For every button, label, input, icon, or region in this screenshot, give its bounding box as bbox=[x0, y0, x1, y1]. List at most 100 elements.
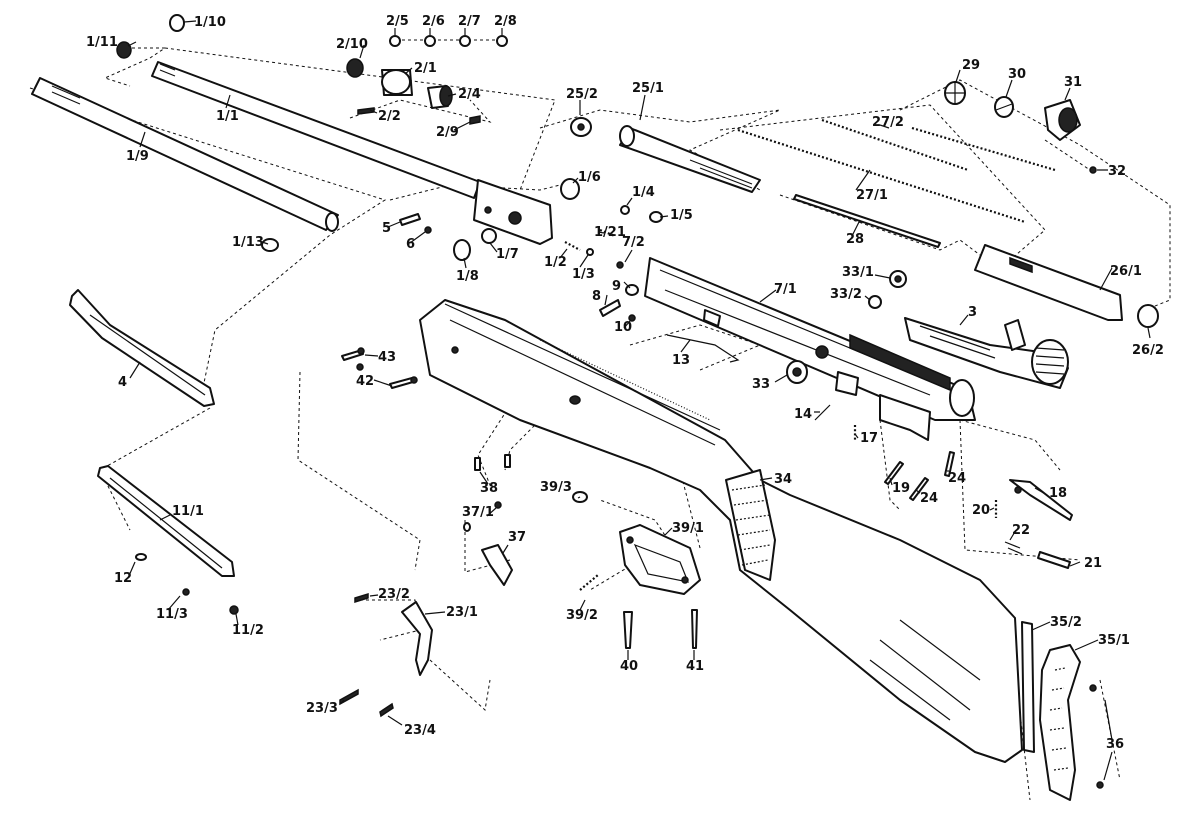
callout-1-5: 1/5 bbox=[670, 208, 693, 223]
rear-cap-parts bbox=[944, 81, 1097, 174]
rear-sight bbox=[904, 317, 1069, 389]
callout-24b: 24 bbox=[948, 471, 966, 486]
receiver-small-parts bbox=[599, 261, 857, 440]
callout-40: 40 bbox=[620, 659, 638, 674]
guide-rod bbox=[793, 194, 941, 248]
safety-catch bbox=[463, 501, 513, 586]
callout-1-8: 1/8 bbox=[456, 269, 479, 284]
callout-27-2: 27/2 bbox=[872, 115, 904, 130]
callout-24a: 24 bbox=[920, 491, 938, 506]
callout-34: 34 bbox=[774, 472, 792, 487]
callout-3: 3 bbox=[968, 305, 977, 320]
callout-7-2: 7/2 bbox=[622, 235, 645, 250]
callout-17: 17 bbox=[860, 431, 878, 446]
callout-2-9: 2/9 bbox=[436, 125, 459, 140]
callout-27-1: 27/1 bbox=[856, 188, 888, 203]
callout-6: 6 bbox=[406, 237, 415, 252]
callout-37: 37 bbox=[508, 530, 526, 545]
butt-plate bbox=[1021, 621, 1104, 801]
callout-2-2: 2/2 bbox=[378, 109, 401, 124]
callout-36: 36 bbox=[1106, 737, 1124, 752]
callout-23-3: 23/3 bbox=[306, 701, 338, 716]
lever-link bbox=[97, 465, 239, 615]
stock bbox=[419, 299, 1023, 763]
callout-11-1: 11/1 bbox=[172, 504, 204, 519]
callout-11-3: 11/3 bbox=[156, 607, 188, 622]
barrel-tube bbox=[31, 77, 339, 232]
callout-5: 5 bbox=[382, 221, 391, 236]
callout-20: 20 bbox=[972, 503, 990, 518]
callout-41: 41 bbox=[686, 659, 704, 674]
callout-2-5: 2/5 bbox=[386, 14, 409, 29]
barrel-assembly bbox=[151, 61, 553, 245]
callout-33-2: 33/2 bbox=[830, 287, 862, 302]
loading-small-parts bbox=[399, 178, 663, 261]
callout-28: 28 bbox=[846, 232, 864, 247]
callout-14: 14 bbox=[794, 407, 812, 422]
callout-1-4: 1/4 bbox=[632, 185, 655, 200]
callout-42: 42 bbox=[356, 374, 374, 389]
callout-9: 9 bbox=[612, 279, 621, 294]
callout-35-2: 35/2 bbox=[1050, 615, 1082, 630]
callout-25-2: 25/2 bbox=[566, 87, 598, 102]
callout-labels: 1/10 1/11 1/1 1/9 1/13 2/5 2/6 2/7 2/8 2… bbox=[86, 14, 1164, 752]
piston bbox=[974, 244, 1159, 328]
callout-19: 19 bbox=[892, 481, 910, 496]
callout-11-2: 11/2 bbox=[232, 623, 264, 638]
callout-31: 31 bbox=[1064, 75, 1082, 90]
callout-1-10: 1/10 bbox=[194, 15, 226, 30]
callout-37-1: 37/1 bbox=[462, 505, 494, 520]
callout-1-2: 1/2 bbox=[544, 255, 567, 270]
callout-12: 12 bbox=[114, 571, 132, 586]
stock-screws bbox=[341, 347, 511, 471]
callout-2-1: 2/1 bbox=[414, 61, 437, 76]
callout-21: 21 bbox=[1084, 556, 1102, 571]
callout-23-4: 23/4 bbox=[404, 723, 436, 738]
ring-1-10 bbox=[169, 14, 185, 32]
callout-1-9: 1/9 bbox=[126, 149, 149, 164]
callout-35-1: 35/1 bbox=[1098, 633, 1130, 648]
callout-1-1: 1/1 bbox=[216, 109, 239, 124]
callout-26-2: 26/2 bbox=[1132, 343, 1164, 358]
callout-29: 29 bbox=[962, 58, 980, 73]
trigger-mechanism-parts bbox=[884, 451, 1073, 569]
callout-2-6: 2/6 bbox=[422, 14, 445, 29]
callout-2-4: 2/4 bbox=[458, 87, 481, 102]
callout-33-1: 33/1 bbox=[842, 265, 874, 280]
trigger-guard bbox=[572, 491, 701, 649]
callout-39-1: 39/1 bbox=[672, 521, 704, 536]
callout-2-7: 2/7 bbox=[458, 14, 481, 29]
callout-23-2: 23/2 bbox=[378, 587, 410, 602]
callout-26-1: 26/1 bbox=[1110, 264, 1142, 279]
callout-18: 18 bbox=[1049, 486, 1067, 501]
callout-1-11: 1/11 bbox=[86, 35, 118, 50]
callout-2-8: 2/8 bbox=[494, 14, 517, 29]
cocking-lever bbox=[69, 289, 215, 407]
trigger bbox=[339, 592, 433, 718]
callout-38: 38 bbox=[480, 481, 498, 496]
callout-22: 22 bbox=[1012, 523, 1030, 538]
ring-1-11 bbox=[116, 41, 132, 59]
callout-30: 30 bbox=[1008, 67, 1026, 82]
callout-39-3: 39/3 bbox=[540, 480, 572, 495]
callout-4: 4 bbox=[118, 375, 127, 390]
compression-tube bbox=[570, 117, 761, 193]
callout-1-21: 1/21 bbox=[594, 225, 626, 240]
callout-7-1: 7/1 bbox=[774, 282, 797, 297]
receiver bbox=[644, 257, 976, 441]
callout-1-13: 1/13 bbox=[232, 235, 264, 250]
callout-32: 32 bbox=[1108, 164, 1126, 179]
front-sight-parts bbox=[346, 35, 508, 125]
callout-10: 10 bbox=[614, 320, 632, 335]
callout-33: 33 bbox=[752, 377, 770, 392]
callout-1-7: 1/7 bbox=[496, 247, 519, 262]
callout-8: 8 bbox=[592, 289, 601, 304]
label-leaders bbox=[127, 20, 1151, 781]
springs bbox=[737, 118, 1056, 224]
callout-43: 43 bbox=[378, 350, 396, 365]
knob-parts bbox=[786, 270, 907, 384]
callout-25-1: 25/1 bbox=[632, 81, 664, 96]
callout-13: 13 bbox=[672, 353, 690, 368]
callout-39-2: 39/2 bbox=[566, 608, 598, 623]
